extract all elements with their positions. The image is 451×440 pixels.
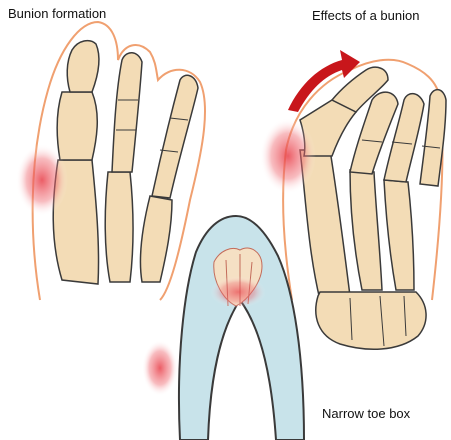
right-tarsal-bones: [316, 292, 426, 349]
left-big-toe-distal: [67, 41, 99, 92]
label-effects-of-bunion: Effects of a bunion: [312, 8, 419, 23]
left-third-metatarsal: [140, 196, 172, 282]
shoe-toe-pressure: [210, 276, 266, 308]
right-third-metatarsal: [384, 180, 414, 290]
label-bunion-formation: Bunion formation: [8, 6, 106, 21]
right-bunion-inflammation: [260, 118, 316, 194]
left-third-toe: [152, 75, 198, 198]
left-second-metatarsal: [105, 172, 133, 282]
left-bunion-inflammation: [16, 144, 68, 216]
left-foot: [16, 22, 205, 300]
label-narrow-toe-box: Narrow toe box: [322, 406, 410, 421]
shoe-side-pressure: [142, 340, 178, 396]
left-second-toe: [112, 53, 142, 172]
left-big-toe-proximal: [57, 92, 97, 160]
right-second-metatarsal: [350, 170, 382, 290]
